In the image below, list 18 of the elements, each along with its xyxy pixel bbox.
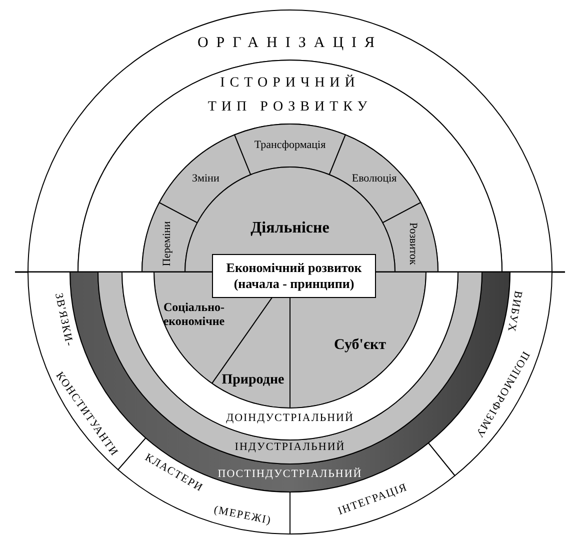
sector-label: Соціально-економічне: [162, 301, 226, 329]
ring-text: ОРГАНІЗАЦІЯ: [197, 35, 383, 51]
sector-label: Суб'єкт: [334, 337, 386, 353]
segment-label: Зміни: [192, 172, 220, 184]
segment-label: Еволюція: [352, 172, 397, 184]
ring-text: ВИБУХ: [504, 290, 524, 334]
segment-label: Розвиток: [406, 222, 419, 265]
ring-text: ЗВ'ЯЗКИ-: [52, 292, 76, 348]
center-box: Економічний розвиток (начала - принципи): [212, 254, 376, 298]
sector-label: Діяльнісне: [250, 220, 330, 236]
ring-text: ТИП РОЗВИТКУ: [208, 100, 372, 114]
ring-text: ІНДУСТРІАЛЬНИЙ: [234, 441, 346, 453]
ring-text: ІСТОРИЧНИЙ: [220, 76, 360, 90]
segment-label: Трансформація: [254, 139, 326, 151]
ring-text: ПОСТІНДУСТРІАЛЬНИЙ: [218, 468, 362, 480]
ring-text: ДОІНДУСТРІАЛЬНИЙ: [226, 412, 354, 424]
segment-label: Переміни: [161, 221, 174, 266]
sector-label: Природне: [222, 372, 284, 388]
